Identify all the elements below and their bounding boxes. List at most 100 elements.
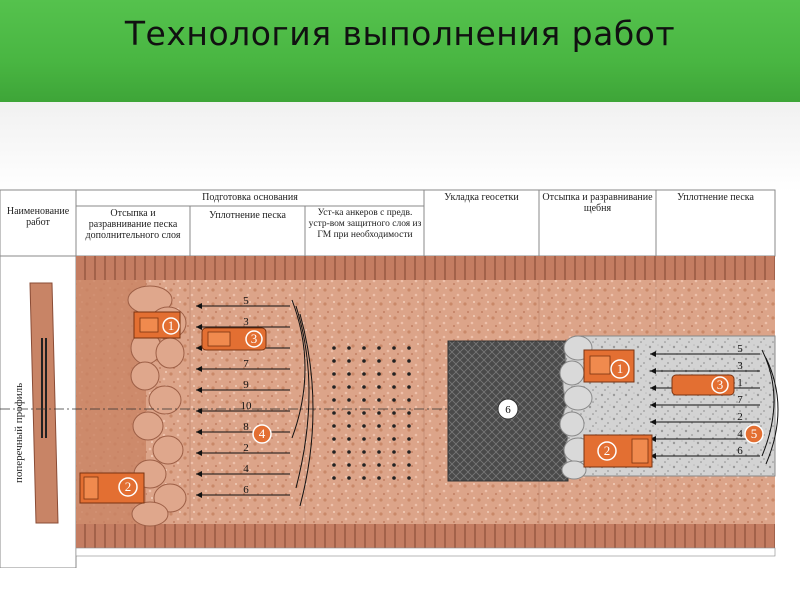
machine-1-left-id: 1 [168,318,175,333]
right-pass-number: 4 [737,428,743,440]
anchor-dot [332,437,336,441]
anchor-dot [407,385,411,389]
machine-4-left: 4 [252,424,272,444]
anchor-dot [347,346,351,350]
right-pass-number: 3 [737,360,743,372]
left-pass-number: 7 [243,358,249,370]
anchor-dot [332,463,336,467]
left-pass-number: 9 [243,379,249,391]
machine-1-right-id: 1 [617,361,624,376]
machine-2-right: 2 [583,434,653,468]
anchor-dot [332,359,336,363]
left-pass-number: 10 [241,400,253,412]
anchor-dot [392,359,396,363]
anchor-dot [362,372,366,376]
anchor-dot [407,359,411,363]
anchor-dot [332,476,336,480]
anchor-dot [377,450,381,454]
right-pass-number: 6 [737,445,743,457]
left-pass-number: 5 [243,295,249,307]
anchor-dot [362,385,366,389]
anchor-dot [377,359,381,363]
anchor-dot [347,411,351,415]
anchor-dot [347,372,351,376]
anchor-dot [362,359,366,363]
right-pass-number: 5 [737,343,743,355]
side-profile-label: поперечный профиль [13,383,25,483]
anchor-dot [332,450,336,454]
table-header [0,189,776,257]
anchor-dot [332,372,336,376]
pass-order-left: 53179108246 [196,295,290,498]
anchor-dot [377,372,381,376]
anchor-dot [377,437,381,441]
machine-3-left-id: 3 [251,331,258,346]
gravel-piles [559,335,593,480]
machine-5-right-id: 5 [751,426,758,441]
anchor-dot [407,411,411,415]
anchor-dot [347,385,351,389]
anchor-dot [407,476,411,480]
anchor-dot [362,476,366,480]
header-shadow [0,102,800,192]
anchor-dot [392,424,396,428]
anchor-dot [377,463,381,467]
anchor-dot [347,476,351,480]
anchor-dot [332,385,336,389]
anchor-dot [332,398,336,402]
anchor-dot [377,476,381,480]
anchor-dot [392,346,396,350]
right-pass-number: 2 [737,411,743,423]
anchor-dot [407,450,411,454]
anchor-dot [392,398,396,402]
anchor-dot [362,424,366,428]
subcol-label-sand-compaction: Уплотнение песка [209,210,286,221]
group-label-geogrid: Укладка геосетки [444,192,519,203]
bottom-embankment-strip [76,524,775,548]
anchor-dot [392,450,396,454]
anchor-dot [377,424,381,428]
cross-profile-hatch [41,338,47,438]
anchor-dot [377,346,381,350]
anchor-dot [407,372,411,376]
anchor-dot [362,411,366,415]
anchor-dot [392,463,396,467]
anchor-dot [362,450,366,454]
anchor-dot [362,437,366,441]
left-pass-number: 8 [243,421,249,433]
anchor-dot [407,437,411,441]
anchor-dot [347,463,351,467]
machine-2-left-id: 2 [125,479,132,494]
anchor-dot [377,385,381,389]
anchor-dot [392,476,396,480]
anchor-dot [332,411,336,415]
anchor-dots [332,346,411,480]
anchor-dot [332,424,336,428]
subcol-label-sand-fill: Отсыпка и разравнивание песка дополнител… [85,208,181,241]
machine-3-right-id: 3 [717,377,724,392]
left-pass-number: 4 [243,463,249,475]
slide-header: Технология выполнения работ [0,0,800,102]
group-label-compaction: Уплотнение песка [677,192,754,203]
machine-2-right-id: 2 [604,443,611,458]
anchor-dot [377,411,381,415]
anchor-dot [347,450,351,454]
left-pass-number: 2 [243,442,249,454]
machine-4-left-id: 4 [259,426,266,441]
left-pass-number: 3 [243,316,249,328]
cross-profile-shape [29,282,59,524]
right-pass-number: 1 [737,377,743,389]
anchor-dot [347,359,351,363]
technology-diagram: Наименование работ Подготовка основания … [0,189,779,568]
anchor-dot [377,398,381,402]
anchor-dot [362,346,366,350]
geogrid-badge: 6 [497,398,519,420]
top-embankment-strip [76,256,775,280]
anchor-dot [407,463,411,467]
machine-3-right: 3 [671,374,735,396]
machine-3-left: 3 [201,327,267,351]
left-pass-number: 6 [243,484,249,496]
anchor-dot [347,398,351,402]
anchor-dot [332,346,336,350]
group-label-gravel: Отсыпка и разравнивание щебня [542,192,653,214]
